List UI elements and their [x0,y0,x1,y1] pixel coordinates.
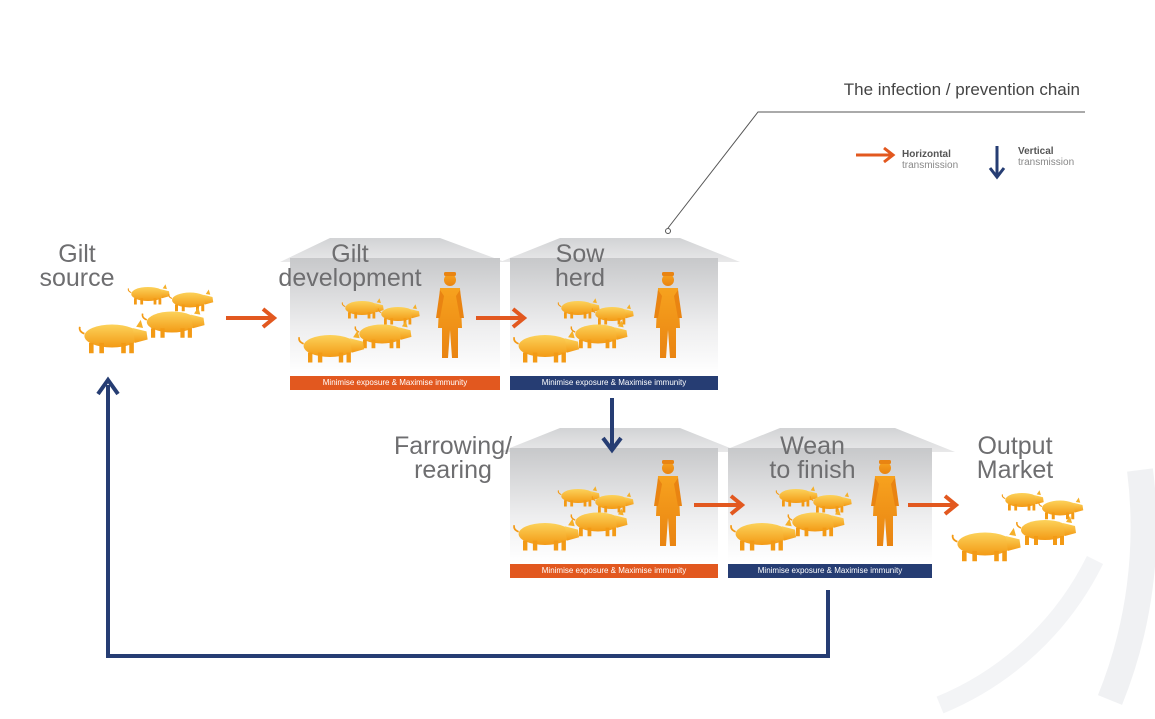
label-gilt-development-line1: Gilt [331,240,369,268]
legend-vertical-title: Vertical [1018,146,1054,157]
arrow-farrowing-to-wean [694,494,746,516]
bar-sow-herd: Minimise exposure & Maximise immunity [510,376,718,390]
label-output-market-line1: Output [977,432,1053,460]
legend-vertical-sub: transmission [1018,157,1075,168]
chain-title: The infection / prevention chain [843,80,1080,99]
background-swoosh [936,468,1155,714]
bar-farrowing: Minimise exposure & Maximise immunity [510,564,718,578]
label-gilt-source-line1: Gilt [58,240,96,268]
pig-group-output-market [951,489,1084,563]
vertical-transmission-arrow-icon [601,398,623,454]
chain-pointer-dot [665,228,671,234]
bar-wean-finish: Minimise exposure & Maximise immunity [728,564,932,578]
label-output-market-line2: Market [976,456,1054,484]
pig-group-gilt-source [78,283,214,355]
label-gilt-development-line2: development [278,264,422,292]
label-sow-herd-line2: herd [554,264,606,292]
arrow-wean-to-market [908,494,960,516]
label-output-market: Output Market [955,432,1075,484]
label-gilt-development: Gilt development [255,240,445,292]
label-sow-herd: Sow herd [540,240,620,292]
label-wean-finish: Wean to finish [750,432,875,484]
bar-gilt-development: Minimise exposure & Maximise immunity [290,376,500,390]
label-gilt-source-line2: source [39,264,115,292]
label-farrowing-line2: rearing [414,456,492,484]
label-wean-finish-line2: to finish [769,456,856,484]
chain-pointer-line [667,111,1085,229]
label-farrowing: Farrowing/ rearing [378,432,528,484]
label-gilt-source: Gilt source [22,240,132,292]
return-loop-arrow [96,376,830,658]
label-wean-finish-line1: Wean [780,432,845,460]
arrow-development-to-sow [476,307,528,329]
legend-horizontal-sub: transmission [902,160,959,171]
legend-vertical-arrow-icon [988,146,1006,180]
label-sow-herd-line1: Sow [555,240,605,268]
arrow-source-to-development [226,307,278,329]
legend-horizontal-arrow-icon [856,146,896,164]
label-farrowing-line1: Farrowing/ [393,432,513,460]
legend-horizontal-title: Horizontal [902,149,951,160]
